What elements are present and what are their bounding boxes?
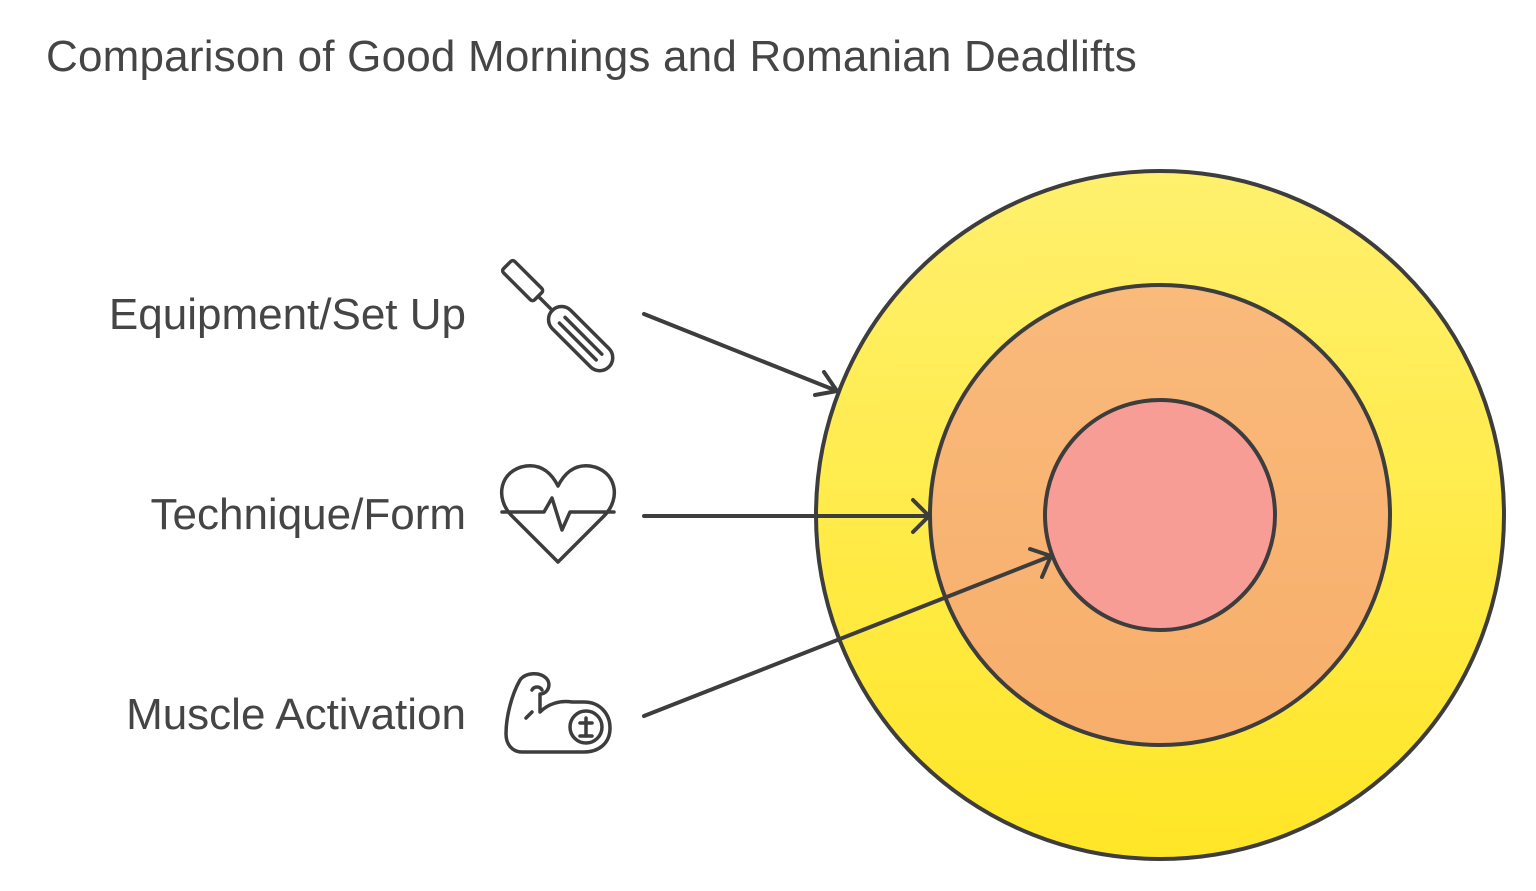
arrow-equipment bbox=[642, 312, 839, 397]
diagram-title: Comparison of Good Mornings and Romanian… bbox=[46, 32, 1138, 81]
label-equipment-setup: Equipment/Set Up bbox=[108, 290, 466, 339]
arrow-technique bbox=[642, 498, 931, 534]
label-technique-form: Technique/Form bbox=[150, 490, 466, 539]
heart-pulse-icon bbox=[500, 464, 616, 564]
arrow-muscle bbox=[642, 547, 1053, 718]
inner-circle bbox=[1043, 398, 1277, 632]
label-muscle-activation: Muscle Activation bbox=[126, 690, 466, 739]
screwdriver-icon bbox=[500, 258, 615, 373]
flexed-arm-icon bbox=[504, 672, 612, 754]
